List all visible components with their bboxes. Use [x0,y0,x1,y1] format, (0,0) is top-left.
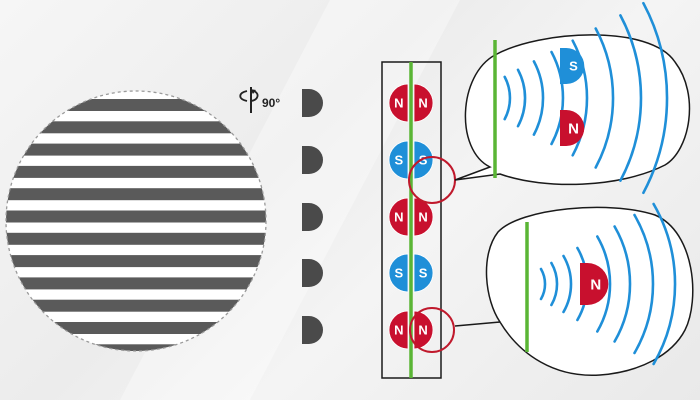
magnet-north: N [413,310,434,350]
magnet-pole-label: S [395,153,404,168]
rotation-indicator: 90° [239,87,280,113]
rotation-label: 90° [262,96,280,110]
field-line-arc [516,68,527,128]
disc-stripe [6,99,266,111]
disc-stripe [6,344,266,351]
field-line-arc [550,261,559,307]
striped-disc [5,90,267,352]
magnet-pole-label: N [394,210,403,225]
disc-stripe [6,322,266,334]
sensor-head [302,259,323,287]
field-line-arc [633,213,655,355]
disc-stripe [6,277,266,290]
field-line-arc [503,75,512,121]
field-line-arc [594,27,615,169]
disc-stripe [6,188,266,201]
rotate-arrow-icon [239,87,259,113]
magnet-pole-label: N [394,96,403,111]
callout-bubble-bottom [454,206,694,376]
magnet-north: N [388,83,409,123]
magnet-pole-label: N [394,323,403,338]
field-line-arc [619,14,643,182]
magnet-south: S [388,253,409,293]
sensor-head [302,146,323,174]
magnet-south: S [560,48,585,84]
magnet-south: S [413,253,434,293]
sensor-head [302,89,323,117]
callout-bottom-magnets: N [580,263,609,305]
magnet-north: N [413,83,434,123]
magnet-pole-label: N [568,120,579,137]
field-line-arc [539,267,547,301]
sensor-head [302,203,323,231]
disc-stripe [6,143,266,156]
callout-top-magnets: SN [560,48,585,146]
disc-stripe [6,299,266,312]
field-line-arc [613,225,632,343]
highlight-circle-bottom [409,307,455,353]
field-line-arc [550,50,565,146]
magnet-south: S [413,140,434,180]
field-line-arc [562,254,573,314]
disc-stripes [6,99,266,351]
disc-stripe [6,255,266,268]
magnet-north: N [580,263,609,305]
magnet-north: N [560,110,585,146]
sensor-column [302,89,323,344]
magnet-north: N [388,197,409,237]
field-line-arc [532,60,545,136]
magnet-pole-label: S [395,266,404,281]
disc-stripe [6,232,266,245]
magnet-north: N [388,310,409,350]
callout-bubble-top [454,34,691,186]
magnet-pole-label: S [569,59,578,74]
sensor-head [302,316,323,344]
magnet-pole-label: N [418,323,427,338]
disc-stripe [6,165,266,178]
disc-stripe [6,210,266,223]
magnet-pole-label: S [419,153,428,168]
magnet-pole-label: N [418,210,427,225]
disc-stripe [6,121,266,134]
magnet-south: S [388,140,409,180]
magnet-pole-label: N [418,96,427,111]
magnet-pole-label: N [590,276,601,293]
disc-outline [5,90,267,352]
field-line-arc [652,202,677,366]
field-line-arc [596,235,612,333]
magnet-pole-label: S [419,266,428,281]
